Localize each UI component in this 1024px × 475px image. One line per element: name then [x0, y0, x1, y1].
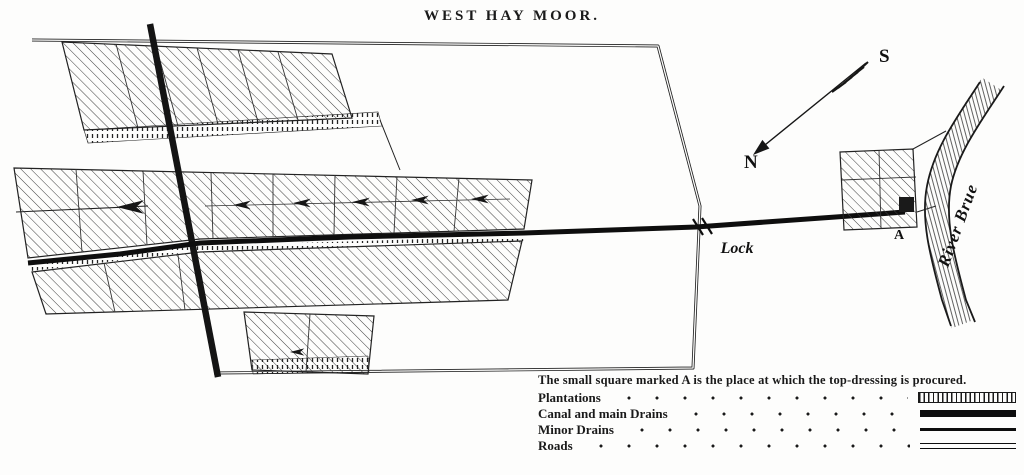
legend: The small square marked A is the place a…: [538, 373, 1016, 453]
compass-arrow: [753, 61, 869, 155]
legend-row-minor-drains: Minor Drains: [538, 421, 1016, 437]
parcel-division-lines: [115, 43, 299, 129]
canal-swatch: [920, 410, 1016, 417]
map-title: WEST HAY MOOR.: [423, 8, 601, 24]
parcel-division-lines: [75, 168, 460, 253]
compass-feathers: [831, 61, 869, 93]
dot-leader: [614, 394, 908, 401]
compass-arrowhead: [753, 139, 770, 155]
lock-gates: [692, 217, 713, 236]
compass-north-label: N: [744, 152, 758, 173]
point-a-label: A: [894, 228, 905, 243]
parcel-top-strip: [61, 41, 401, 171]
plantation-swatch: [918, 392, 1016, 403]
legend-row-roads: Roads: [538, 437, 1016, 453]
connector-line: [912, 130, 947, 150]
legend-label-plantations: Plantations: [538, 389, 601, 405]
river-brue-band: [924, 77, 1005, 329]
dot-leader: [681, 410, 910, 417]
roads-swatch: [920, 442, 1016, 449]
connector-line: [379, 119, 401, 171]
road-line: [146, 23, 222, 378]
plantation-band: [251, 355, 370, 375]
field-boundary: [31, 38, 702, 375]
parcel-middle-lower: [31, 240, 523, 315]
legend-label-minor-drains: Minor Drains: [538, 421, 614, 437]
parcel-division-lines: [103, 254, 186, 313]
legend-label-roads: Roads: [538, 437, 573, 453]
parcel-bottom-block: [243, 311, 375, 375]
minor-drains-swatch: [920, 427, 1016, 432]
parcel-middle-upper: [13, 167, 533, 259]
top-dressing-square: [899, 197, 914, 212]
legend-row-plantations: Plantations: [538, 389, 1016, 405]
dot-leader: [627, 426, 910, 433]
legend-note: The small square marked A is the place a…: [538, 373, 967, 387]
lock-label: Lock: [720, 240, 754, 257]
compass-south-label: S: [879, 46, 890, 67]
dot-leader: [586, 442, 910, 449]
legend-row-canal: Canal and main Drains: [538, 405, 1016, 421]
canal-line: [27, 209, 906, 266]
legend-label-canal: Canal and main Drains: [538, 405, 668, 421]
